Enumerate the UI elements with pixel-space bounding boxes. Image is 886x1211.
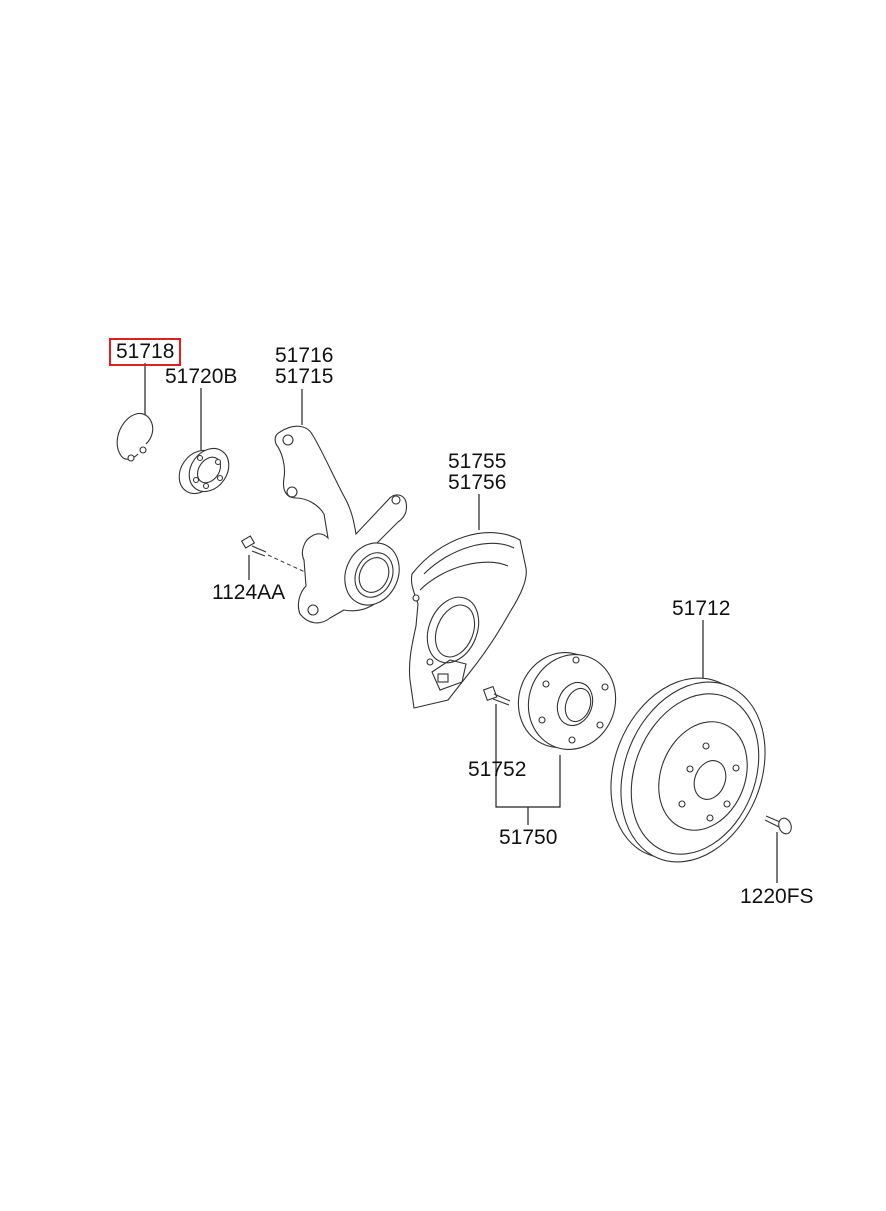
- steering-knuckle-part: [274, 425, 408, 624]
- snap-ring-part: [116, 413, 154, 462]
- wheel-hub-part: [517, 652, 617, 750]
- brake-disc-part: [610, 677, 766, 863]
- part-label-51752[interactable]: 51752: [468, 758, 527, 781]
- leader-lines: [144, 363, 778, 883]
- part-label-1220fs[interactable]: 1220FS: [740, 885, 814, 908]
- dust-shield-part: [408, 532, 527, 709]
- disc-screw-part: [764, 815, 792, 835]
- part-label-51755[interactable]: 51755: [448, 450, 507, 473]
- part-label-51720b[interactable]: 51720B: [165, 365, 238, 388]
- wheel-bearing-part: [178, 447, 230, 495]
- part-label-51715[interactable]: 51715: [275, 365, 334, 388]
- part-label-1124aa[interactable]: 1124AA: [212, 581, 286, 604]
- part-label-51716[interactable]: 51716: [275, 344, 334, 367]
- hub-bolt-part: [482, 685, 511, 706]
- part-label-51750[interactable]: 51750: [499, 826, 558, 849]
- part-label-51756[interactable]: 51756: [448, 471, 507, 494]
- part-label-51712[interactable]: 51712: [672, 597, 731, 620]
- part-label-51718[interactable]: 51718: [109, 338, 182, 366]
